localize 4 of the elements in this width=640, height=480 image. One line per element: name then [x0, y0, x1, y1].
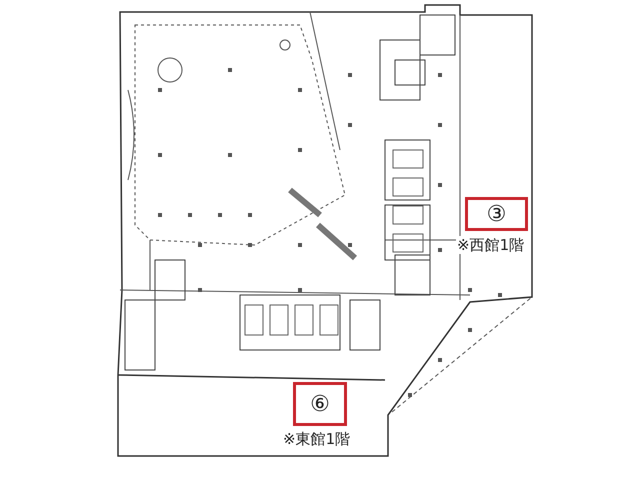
- floor-note: ※西館1階: [456, 236, 526, 254]
- area-number-box: ⑥: [293, 382, 347, 426]
- floor-note: ※東館1階: [282, 430, 352, 448]
- area-number-box: ③: [465, 197, 528, 231]
